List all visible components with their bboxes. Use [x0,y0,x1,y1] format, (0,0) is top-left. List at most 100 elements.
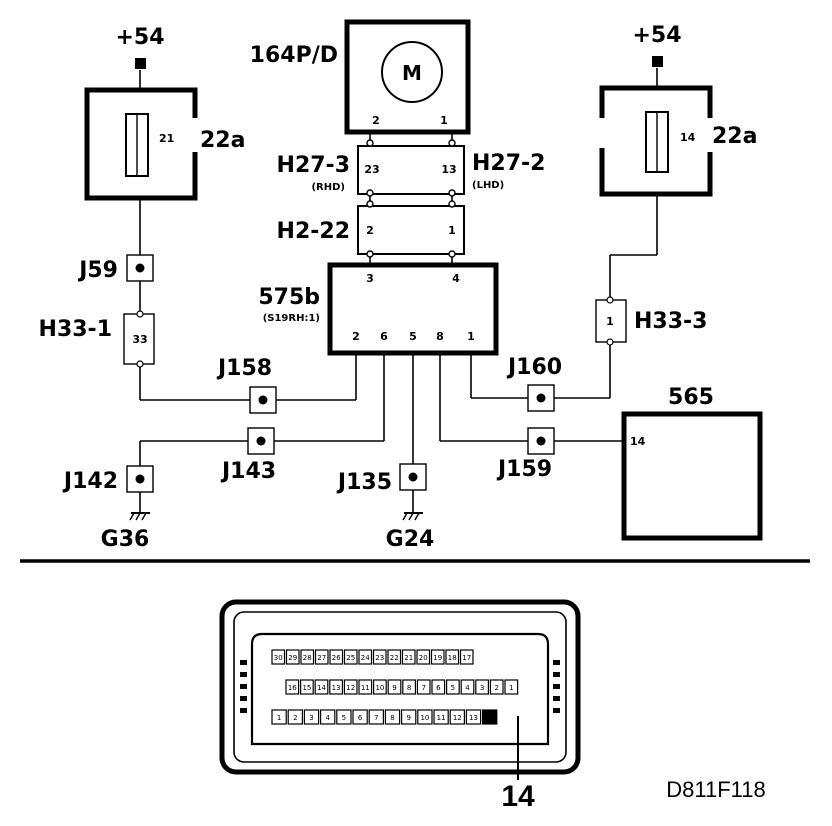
connector-pin [329,649,344,665]
connector-pin [431,679,446,695]
module-575b-note: (S19RH:1) [263,313,320,324]
connector-pin-number: 6 [358,714,363,722]
connector-pin [271,709,287,725]
connector-pin-number: 1 [277,714,281,722]
module-575b: 3 4 2 6 5 8 1 575b (S19RH:1) [258,262,499,356]
connector-pin [368,709,385,725]
connector-pin-number: 26 [332,654,341,662]
fuse-box-left: 21 22a [84,87,245,201]
connector-pin [449,709,466,725]
h2-22-label: H2-22 [277,219,350,244]
j159-label: J159 [496,457,552,482]
connector-pin [358,679,373,695]
module-575b-label: 575b [258,285,320,310]
connector-pin [320,709,336,725]
h27-3-pin: 23 [364,163,379,176]
fuse-number-left: 21 [159,132,174,145]
connector-pin-number: 15 [302,684,311,692]
ground-icon [129,512,150,521]
connector-pin [387,679,402,695]
module-pin-2: 2 [352,330,360,343]
supply-terminal-left: +54 [115,25,165,69]
connector-pin-number: 10 [420,714,429,722]
connector-pin [352,709,368,725]
unit-565-label: 565 [668,385,714,410]
module-pin-1: 1 [467,330,475,343]
ground-g36: G36 [101,512,150,552]
connector-pin-number: 28 [303,654,312,662]
j59-label: J59 [77,258,118,283]
connector-pin-number: 19 [433,654,442,662]
connector-pin-number: 24 [361,654,370,662]
module-pin-5: 5 [409,330,417,343]
connector-h33-1: 33 H33-1 [39,310,155,368]
connector-pin [300,679,314,695]
motor-icon [381,41,443,103]
connector-pin-number: 7 [374,714,378,722]
h27-2-label: H27-2 [472,151,545,176]
h27-3-label: H27-3 [277,153,350,178]
connector-pin [460,679,475,695]
latch-right [553,660,560,713]
connector-pin [314,679,329,695]
connector-pin [343,649,358,665]
connector-pin [336,709,352,725]
h27-3-note: (RHD) [311,182,345,193]
connector-h33-3: 1 H33-3 [595,296,707,346]
connector-pin-number: 7 [421,684,425,692]
g36-label: G36 [101,527,150,552]
joint-j160: J160 [506,355,562,412]
highlight-pin-label: 14 [501,780,535,813]
g24-label: G24 [386,527,435,552]
connector-pin [372,649,387,665]
connector-pin [489,679,504,695]
connector-pin-number: 2 [494,684,498,692]
joint-j158: J158 [216,356,277,414]
connector-pin [445,649,460,665]
j135-label: J135 [336,470,392,495]
connector-pin-number: 30 [274,654,283,662]
j160-label: J160 [506,355,562,380]
h2-22-pin-left: 2 [366,224,374,237]
h33-1-pin: 33 [132,333,147,346]
connector-pin-number: 3 [480,684,484,692]
connector-pin-number: 23 [375,654,384,662]
unit-565-pin: 14 [630,435,646,448]
connector-pin-number: 14 [317,684,326,692]
connector-pin-highlighted [482,709,498,725]
connector-pin [416,649,431,665]
connector-pin-number: 2 [293,714,297,722]
connector-pin-number: 13 [469,714,478,722]
joint-j159: J159 [496,427,555,482]
h33-3-pin: 1 [606,315,614,328]
connector-pin [384,709,401,725]
latch-left [240,660,247,713]
joint-j142: J142 [62,465,154,494]
connector-pin [387,649,402,665]
j158-label: J158 [216,356,272,381]
connector-pin-number: 4 [465,684,470,692]
connector-pin-number: 18 [448,654,457,662]
connector-pin [401,649,416,665]
motor-label: 164P/D [250,43,338,68]
connector-pin-number: 12 [346,684,355,692]
connector-pin [373,679,387,695]
connector-pin-number: 4 [325,714,330,722]
connector-pin-number: 12 [453,714,462,722]
supply-label-left: +54 [115,25,164,50]
connector-pin [314,649,329,665]
j143-label: J143 [220,459,276,484]
connector-h27: 23 13 H27-3 (RHD) H27-2 (LHD) [277,139,545,197]
connector-pin [329,679,343,695]
connector-pin-number: 5 [342,714,346,722]
connector-pin-number: 1 [509,684,513,692]
fuse-number-right: 14 [680,131,696,144]
module-pin-8: 8 [436,330,444,343]
connector-pin-number: 16 [288,684,297,692]
connector-pin [300,649,315,665]
connector-pin-number: 11 [437,714,446,722]
ground-icon [402,512,423,521]
connector-pin-number: 21 [404,654,413,662]
connector-pin [417,709,433,725]
